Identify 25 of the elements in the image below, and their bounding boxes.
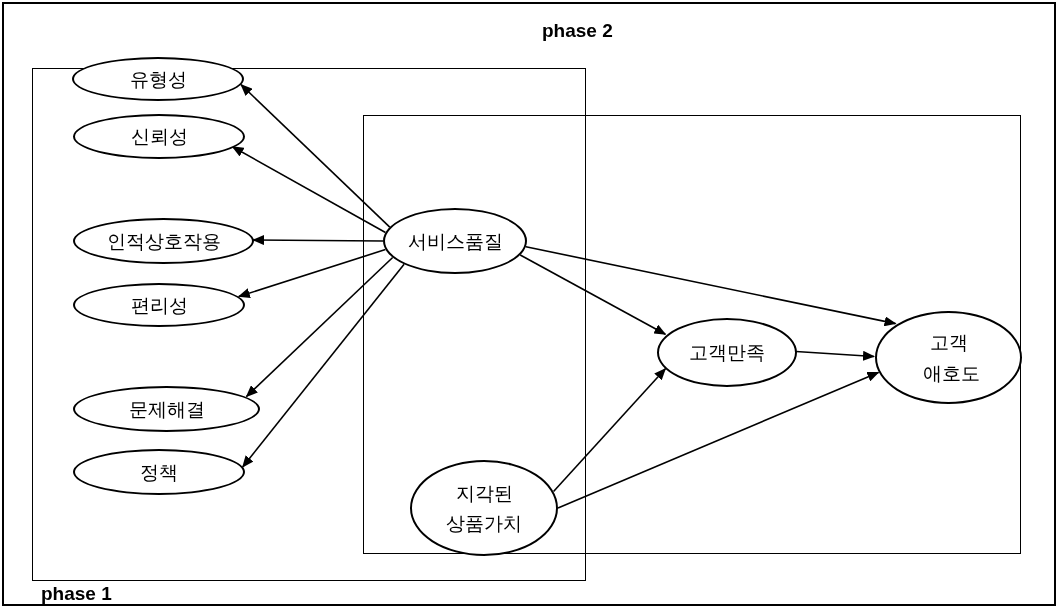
concept-label: 문제해결 [127,396,206,422]
arrow [231,145,387,234]
arrow [252,235,384,246]
concept-ellipse [72,57,244,101]
phase-title: phase 1 [41,584,112,604]
concept-label: 서비스품질 [406,228,504,254]
arrow [245,256,394,398]
concept-label: 편리성 [129,292,189,318]
arrow [237,248,387,298]
concept-label: 유형성 [128,66,188,92]
arrow [525,245,897,327]
arrow [519,254,667,336]
concept-ellipse [73,114,245,159]
phase-title: phase 2 [542,21,613,41]
concept-ellipse [73,449,245,495]
arrow [552,367,667,493]
concept-label: 지각된 상품가치 [446,480,522,536]
arrow [240,83,391,228]
concept-label: 고객만족 [688,340,766,366]
concept-label: 정책 [139,459,179,485]
concept-label: 인적상호작용 [105,228,222,254]
concept-label: 신뢰성 [129,124,189,150]
arrow [557,371,880,509]
arrow [795,350,875,361]
arrow [241,263,405,468]
